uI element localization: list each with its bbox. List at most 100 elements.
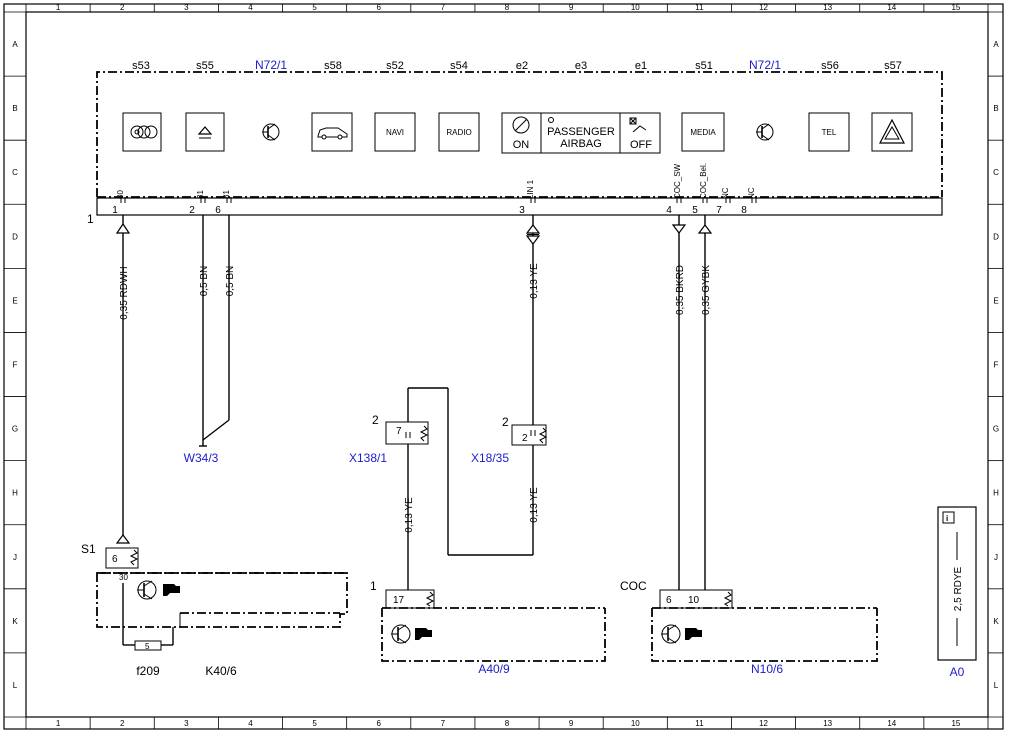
pin-8-number: 8 <box>741 205 747 216</box>
grid-column-labels: 1122334455667788991010111112121313141415… <box>56 3 961 728</box>
label-e3: e3 <box>575 60 587 72</box>
media-label: MEDIA <box>690 128 716 137</box>
grid-col-top-8: 8 <box>505 3 510 12</box>
grid-row-right-J: J <box>994 553 998 562</box>
car-icon <box>317 127 348 138</box>
label-s55: s55 <box>196 60 214 72</box>
grid-col-bottom-6: 6 <box>377 719 382 728</box>
pin-7-number: 7 <box>716 205 722 216</box>
label-s57: s57 <box>884 60 902 72</box>
pin-6-number: 6 <box>215 205 221 216</box>
component-x138-1: X138/1 <box>349 451 387 465</box>
wire-gybk: 0,35 GYBK <box>697 215 713 600</box>
airbag-off-label: OFF <box>630 139 652 151</box>
connector-pin-7: NC 7 <box>716 187 731 216</box>
wire-rdwh-label: 0,35 RDWH <box>119 266 130 319</box>
arrow-up-icon <box>115 222 131 234</box>
grid-row-right-H: H <box>993 489 999 498</box>
pin-4-number: 4 <box>666 205 672 216</box>
grid-row-left-E: E <box>12 296 17 305</box>
x138-1-number: 2 <box>372 413 379 427</box>
fuse-value: 5 <box>145 642 150 651</box>
grid-col-bottom-15: 15 <box>951 719 960 728</box>
airbag-off-icon <box>629 117 637 125</box>
pin-6-signal: 31 <box>222 190 231 199</box>
x18-35-number: 2 <box>502 415 509 429</box>
grid-col-bottom-7: 7 <box>441 719 446 728</box>
grid-row-right-E: E <box>993 296 998 305</box>
connector-pin-1: 30 1 <box>112 190 126 216</box>
a40-9-connector-number: 1 <box>370 579 377 593</box>
arrow-bidirectional-icon <box>525 224 541 234</box>
grid-col-top-2: 2 <box>120 3 125 12</box>
grid-row-right-K: K <box>993 617 999 626</box>
grid-col-top-10: 10 <box>631 3 640 12</box>
connector-x138-1: 2 7 <box>372 413 429 445</box>
wire-bkrd-label: 0,35 BKRD <box>675 265 686 315</box>
connector-pin-4: COC_SW 4 <box>666 163 682 216</box>
k40-6-housing <box>96 572 348 628</box>
grid-row-right-L: L <box>994 681 999 690</box>
transistor-icon-right <box>756 123 774 141</box>
grid-col-bottom-11: 11 <box>695 719 704 728</box>
grid-col-top-7: 7 <box>441 3 446 12</box>
pin-8-signal: NC <box>747 187 756 199</box>
airbag-on-icon <box>512 116 530 134</box>
grid-col-bottom-9: 9 <box>569 719 574 728</box>
connector-pin-2: 31 2 <box>189 190 206 216</box>
label-e2: e2 <box>516 60 528 72</box>
grid-col-top-14: 14 <box>887 3 896 12</box>
button-s56-tel: TEL <box>808 112 850 152</box>
component-a40-9: A40/9 <box>478 662 510 676</box>
pin-3-signal: LIN 1 <box>526 179 535 199</box>
grid-row-left-K: K <box>12 617 18 626</box>
pin-3-number: 3 <box>519 205 525 216</box>
pin-4-signal: COC_SW <box>673 163 682 199</box>
label-s54: s54 <box>450 60 468 72</box>
wire-ye-label-x18: 0,13 YE <box>529 487 540 523</box>
pin-2-signal: 31 <box>196 190 205 199</box>
grid-col-bottom-14: 14 <box>887 719 896 728</box>
button-s58-car <box>311 112 353 152</box>
grid-col-bottom-4: 4 <box>248 719 253 728</box>
grid-col-top-6: 6 <box>377 3 382 12</box>
grid-row-left-D: D <box>12 232 18 241</box>
label-n72-1-left: N72/1 <box>255 58 287 72</box>
component-w34-3: W34/3 <box>184 451 219 465</box>
grid-col-bottom-2: 2 <box>120 719 125 728</box>
component-a0: A0 <box>950 665 965 679</box>
grid-row-right-D: D <box>993 232 999 241</box>
n10-6-pin-10: 10 <box>688 595 700 606</box>
indicator-led-icon <box>548 117 554 123</box>
grid-col-bottom-3: 3 <box>184 719 189 728</box>
n72-1-housing <box>96 71 943 197</box>
wire-ye-label-a40: 0,13 YE <box>404 497 415 533</box>
airbag-on-label: ON <box>513 139 530 151</box>
connector-strip <box>96 197 943 216</box>
info-icon <box>942 511 955 524</box>
grid-col-top-12: 12 <box>759 3 768 12</box>
n10-6-module-icon <box>661 624 702 644</box>
button-s53-cd <box>122 112 162 152</box>
x18-35-pin: 2 <box>522 433 528 444</box>
s1-pin-30: 30 <box>119 573 128 582</box>
grid-col-top-3: 3 <box>184 3 189 12</box>
button-s57-hazard <box>871 112 913 152</box>
connector-pin-8: NC 8 <box>741 187 757 216</box>
label-s58: s58 <box>324 60 342 72</box>
wire-bn-label-1: 0,5 BN <box>199 266 210 297</box>
label-s53: s53 <box>132 60 150 72</box>
grid-col-bottom-10: 10 <box>631 719 640 728</box>
grid-col-top-15: 15 <box>951 3 960 12</box>
connector-pin-6: 31 6 <box>215 190 232 216</box>
grid-row-left-J: J <box>13 553 17 562</box>
hand-pointer-icon <box>415 628 432 640</box>
label-e1: e1 <box>635 60 647 72</box>
hand-pointer-icon <box>685 628 702 640</box>
label-n72-1-right: N72/1 <box>749 58 781 72</box>
wire-bn-ground: 0,5 BN 0,5 BN <box>199 215 236 447</box>
grid-row-left-C: C <box>12 168 18 177</box>
s1-pin: 6 <box>112 554 118 565</box>
pin-2-number: 2 <box>189 205 195 216</box>
